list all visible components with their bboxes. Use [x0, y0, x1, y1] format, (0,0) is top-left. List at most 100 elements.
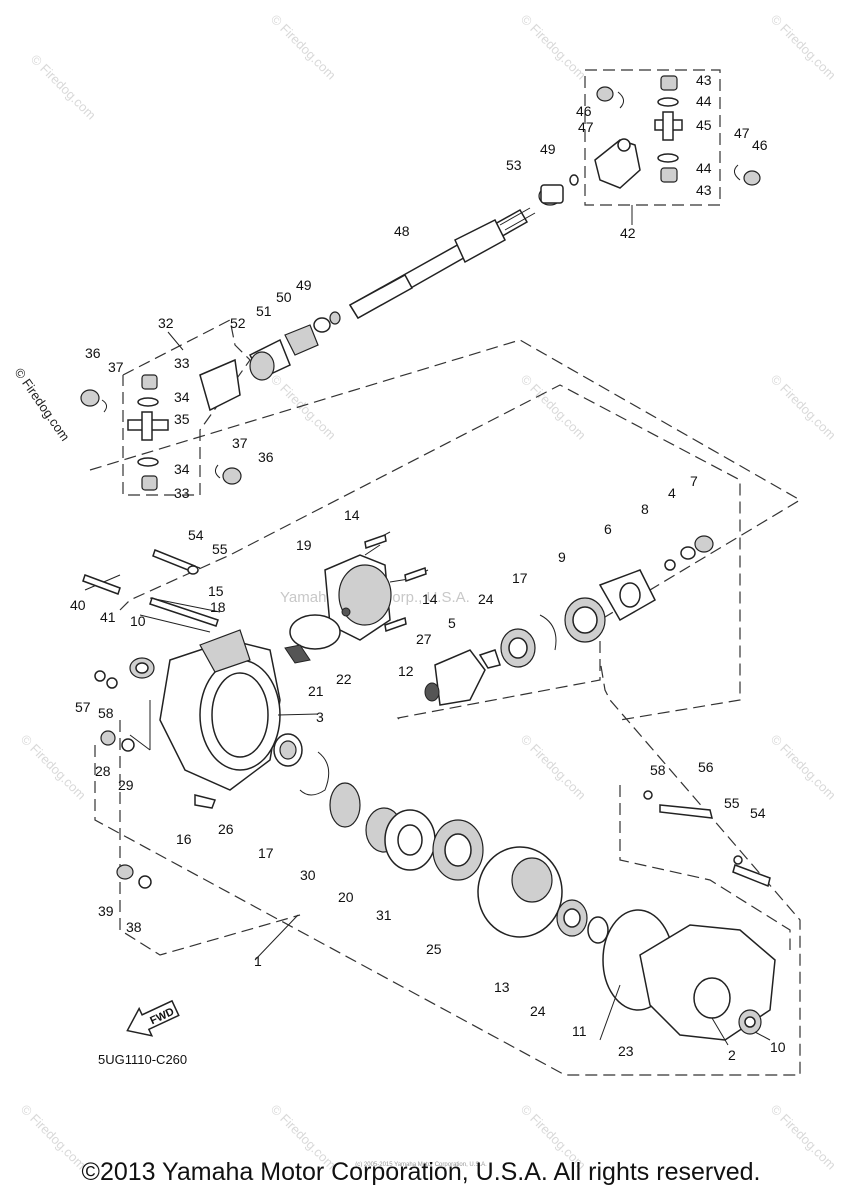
- callout-label: 45: [696, 117, 712, 133]
- callout-label: 48: [394, 223, 410, 239]
- callout-label: 37: [232, 435, 248, 451]
- callout-label: 44: [696, 160, 712, 176]
- callout-label: 6: [604, 521, 612, 537]
- callout-label: 34: [174, 389, 190, 405]
- universal-joint-rear: [538, 75, 761, 206]
- small-copyright: (c) 2005-2015 Yamaha Motor Corporation, …: [355, 1162, 487, 1168]
- callout-label: 47: [578, 119, 594, 135]
- callout-label: 35: [174, 411, 190, 427]
- fasteners: [82, 533, 427, 889]
- callout-label: 54: [188, 527, 204, 543]
- callout-label: 8: [641, 501, 649, 517]
- callout-label: 37: [108, 359, 124, 375]
- callout-label: 50: [276, 289, 292, 305]
- callout-label: 26: [218, 821, 234, 837]
- watermark: © Firedog.com: [518, 372, 589, 443]
- watermark: © Firedog.com: [268, 372, 339, 443]
- callout-labels: 43 44 45 44 43 46 47 47 46 42 49 53 48 4…: [70, 72, 786, 1063]
- side-watermark: © Firedog.com: [12, 365, 73, 444]
- watermark: © Firedog.com: [18, 732, 89, 803]
- callout-label: 58: [650, 762, 666, 778]
- callout-label: 7: [690, 473, 698, 489]
- ring-gear-assembly: [273, 733, 674, 1011]
- callout-label: 47: [734, 125, 750, 141]
- front-shaft-parts: [80, 311, 341, 491]
- fwd-label: FWD: [148, 1006, 176, 1027]
- callout-label: 32: [158, 315, 174, 331]
- pinion-assembly: [84, 531, 714, 706]
- callout-leaders: [129, 700, 771, 1046]
- callout-label: 19: [296, 537, 312, 553]
- callout-label: 24: [478, 591, 494, 607]
- callout-label: 31: [376, 907, 392, 923]
- callout-label: 4: [668, 485, 676, 501]
- front-housing: [94, 629, 281, 809]
- fwd-arrow: FWD: [126, 999, 180, 1037]
- copyright-notice: ©2013 Yamaha Motor Corporation, U.S.A. A…: [81, 1158, 761, 1186]
- callout-label: 2: [728, 1047, 736, 1063]
- callout-label: 25: [426, 941, 442, 957]
- callout-label: 54: [750, 805, 766, 821]
- callout-label: 42: [620, 225, 636, 241]
- callout-label: 49: [296, 277, 312, 293]
- callout-label: 17: [512, 570, 528, 586]
- callout-label: 38: [126, 919, 142, 935]
- callout-label: 43: [696, 182, 712, 198]
- callout-label: 1: [254, 953, 262, 969]
- callout-label: 10: [770, 1039, 786, 1055]
- watermark: © Firedog.com: [28, 52, 99, 123]
- callout-label: 14: [422, 591, 438, 607]
- watermark: © Firedog.com: [518, 12, 589, 83]
- callout-label: 9: [558, 549, 566, 565]
- callout-label: 3: [316, 709, 324, 725]
- callout-label: 11: [572, 1023, 587, 1039]
- callout-label: 14: [344, 507, 360, 523]
- callout-label: 16: [176, 831, 192, 847]
- callout-label: 43: [696, 72, 712, 88]
- callout-label: 36: [85, 345, 101, 361]
- callout-label: 41: [100, 609, 116, 625]
- watermark: © Firedog.com: [768, 372, 839, 443]
- callout-label: 10: [130, 613, 146, 629]
- callout-label: 29: [118, 777, 134, 793]
- callout-label: 46: [576, 103, 592, 119]
- callout-label: 20: [338, 889, 354, 905]
- callout-label: 34: [174, 461, 190, 477]
- callout-label: 39: [98, 903, 114, 919]
- callout-label: 33: [174, 485, 190, 501]
- callout-label: 40: [70, 597, 86, 613]
- callout-label: 27: [416, 631, 432, 647]
- watermark: © Firedog.com: [768, 12, 839, 83]
- callout-label: 18: [210, 599, 226, 615]
- drive-shaft: [348, 207, 536, 320]
- callout-label: 5: [448, 615, 456, 631]
- callout-label: 33: [174, 355, 190, 371]
- callout-label: 13: [494, 979, 510, 995]
- callout-label: 55: [212, 541, 228, 557]
- callout-label: 51: [256, 303, 272, 319]
- callout-label: 15: [208, 583, 224, 599]
- callout-label: 24: [530, 1003, 546, 1019]
- callout-label: 17: [258, 845, 274, 861]
- callout-label: 21: [308, 683, 324, 699]
- drawing-code: 5UG1110-C260: [98, 1052, 187, 1067]
- callout-label: 57: [75, 699, 91, 715]
- callout-label: 46: [752, 137, 768, 153]
- callout-label: 30: [300, 867, 316, 883]
- watermark: © Firedog.com: [768, 732, 839, 803]
- callout-label: 52: [230, 315, 246, 331]
- callout-label: 55: [724, 795, 740, 811]
- callout-label: 44: [696, 93, 712, 109]
- callout-label: 58: [98, 705, 114, 721]
- callout-label: 53: [506, 157, 522, 173]
- callout-label: 28: [95, 763, 111, 779]
- callout-label: 23: [618, 1043, 634, 1059]
- callout-label: 56: [698, 759, 714, 775]
- callout-label: 12: [398, 663, 414, 679]
- callout-label: 36: [258, 449, 274, 465]
- watermark: © Firedog.com: [268, 12, 339, 83]
- watermark: © Firedog.com: [518, 732, 589, 803]
- callout-label: 22: [336, 671, 352, 687]
- callout-label: 49: [540, 141, 556, 157]
